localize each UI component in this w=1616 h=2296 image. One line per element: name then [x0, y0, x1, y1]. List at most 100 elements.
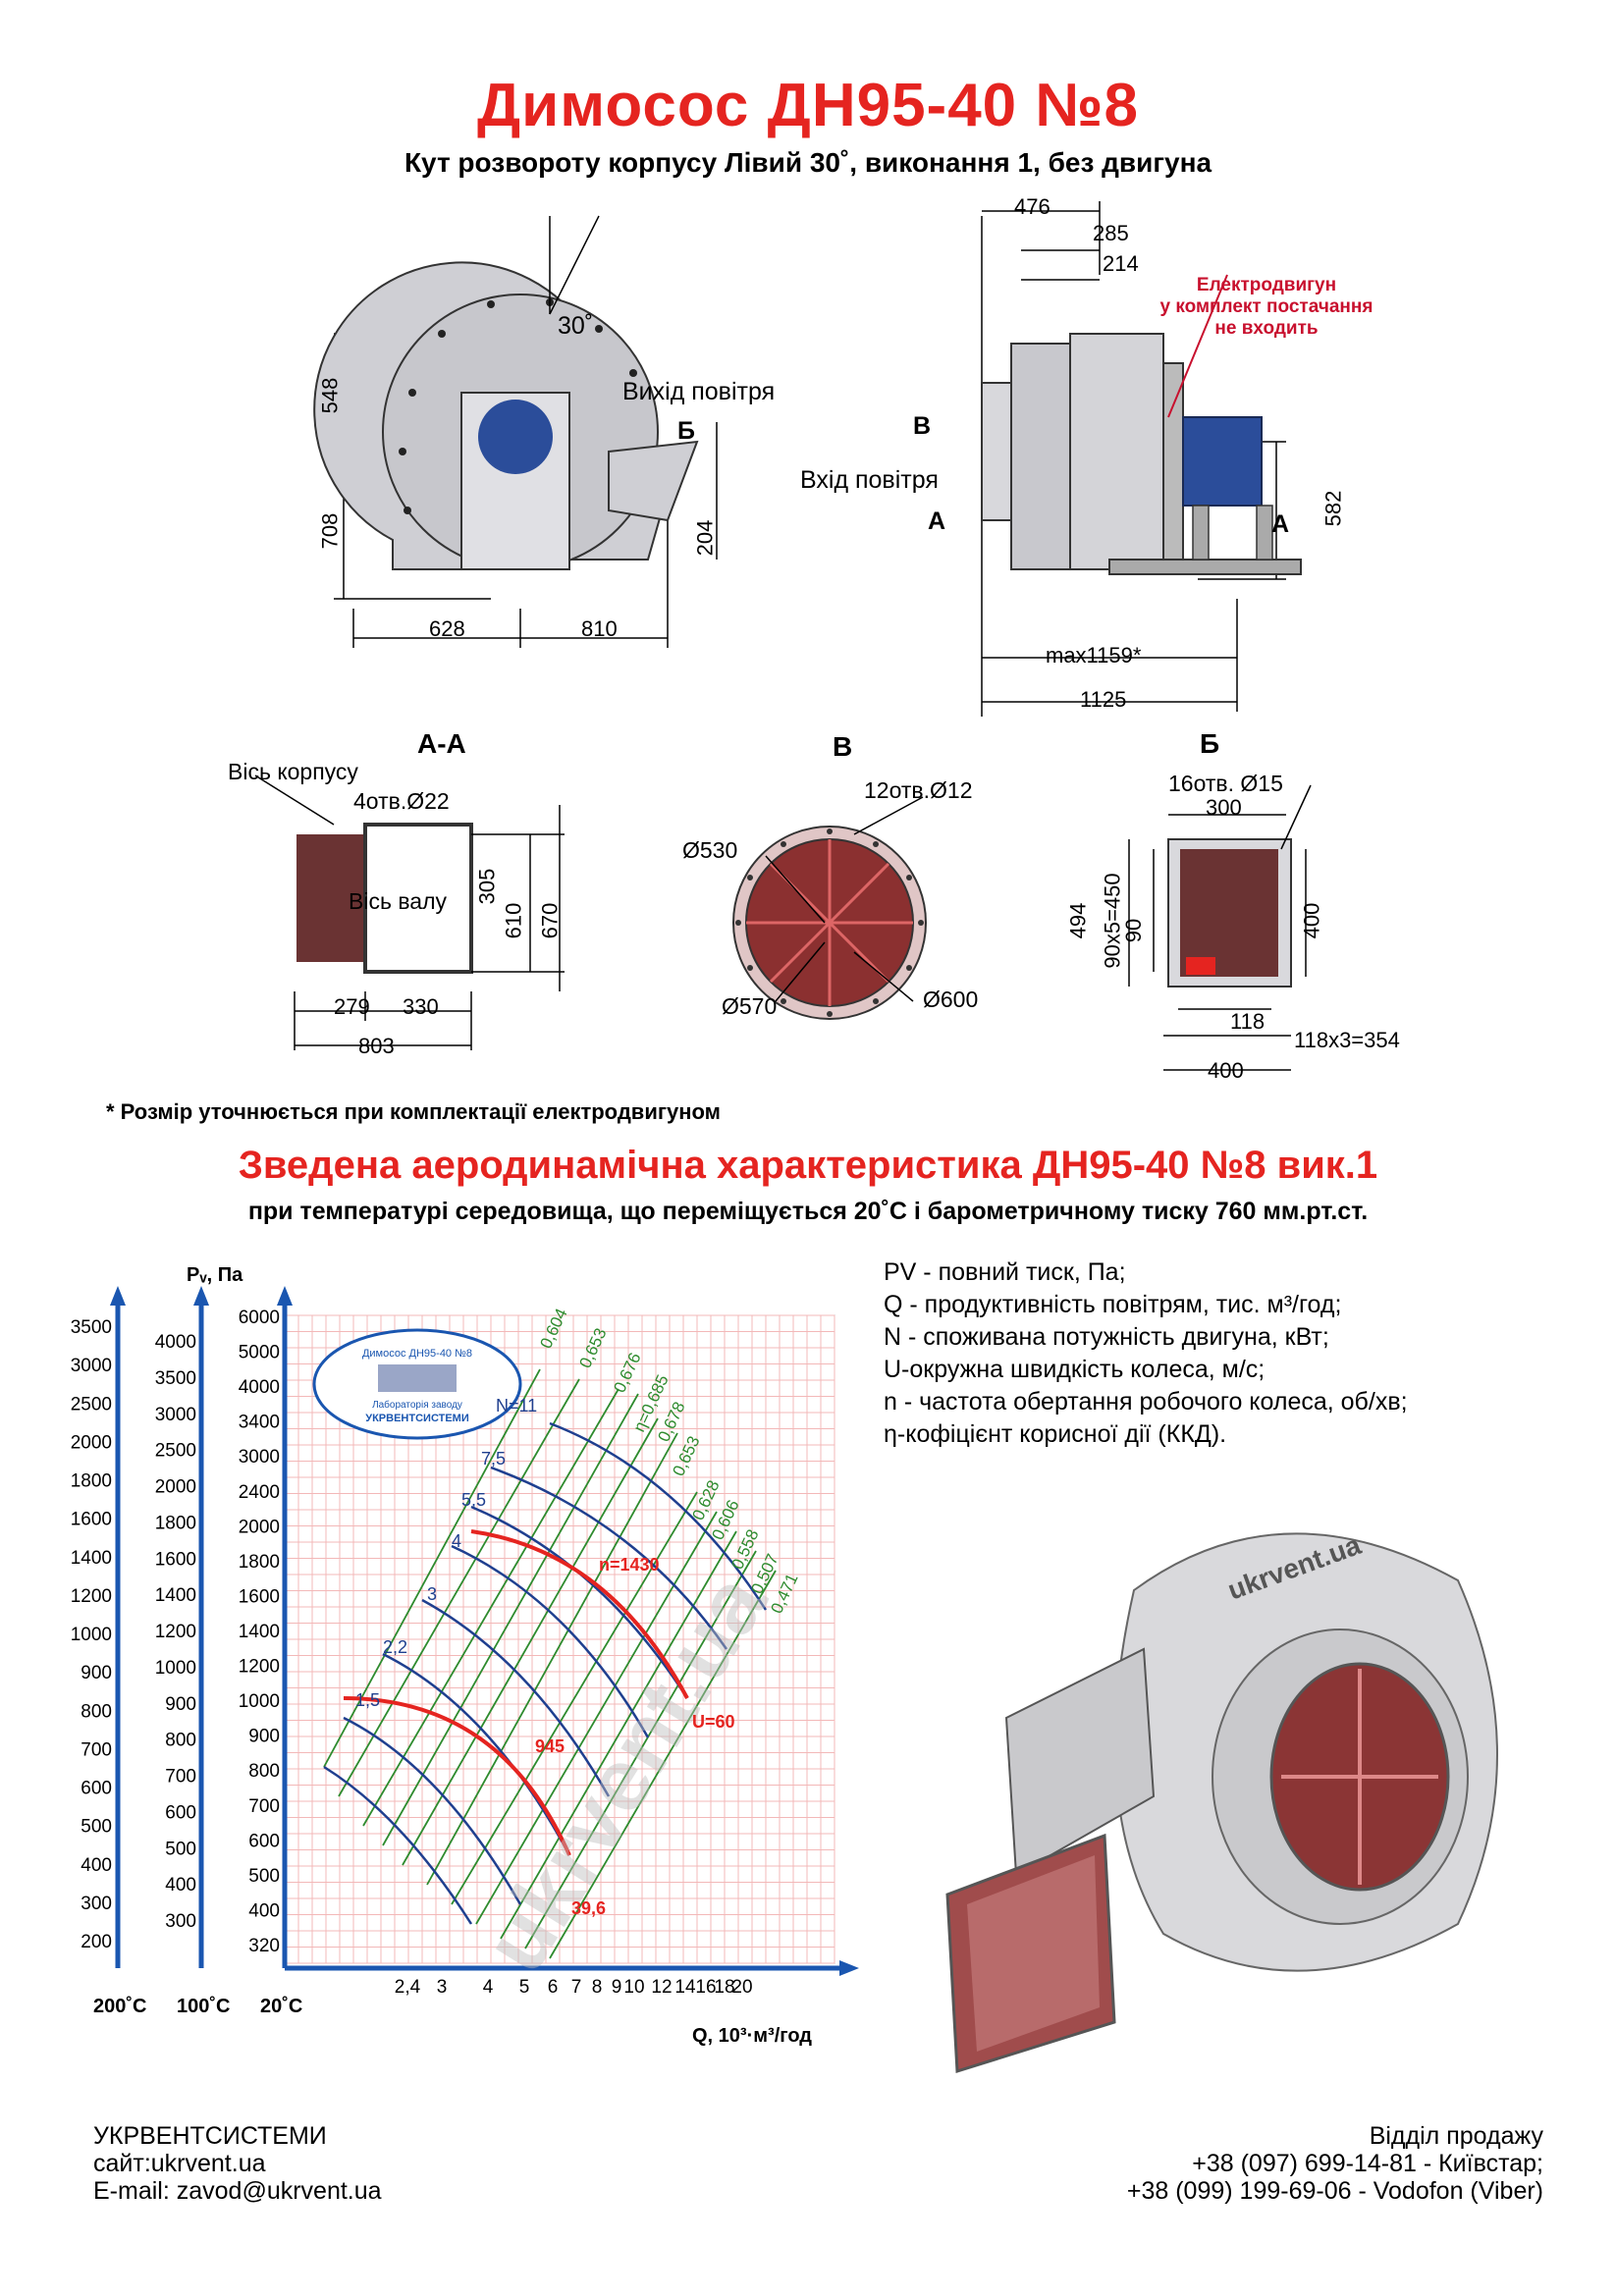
y20-tick: 600	[248, 1831, 280, 1851]
y100-tick: 900	[165, 1694, 196, 1715]
y-axis-title: Pᵥ, Па	[187, 1264, 243, 1286]
x-tick: 4	[483, 1977, 494, 1998]
y20-tick: 500	[248, 1866, 280, 1887]
y20-tick: 3000	[239, 1447, 280, 1468]
y200-tick: 2000	[71, 1432, 112, 1453]
dim-118: 118	[1230, 1009, 1266, 1034]
speed-label-39-6: 39,6	[571, 1898, 606, 1918]
y20-tick: 700	[248, 1796, 280, 1817]
aero-subtitle: при температурі середовища, що переміщує…	[247, 1198, 1369, 1225]
section-a-right-marker: А	[1271, 510, 1290, 538]
y100-tick: 1000	[155, 1658, 196, 1679]
section-v-marker: В	[913, 412, 932, 440]
stamp-line1: Димосос ДН95-40 №8	[362, 1348, 472, 1360]
y100-tick: 700	[165, 1767, 196, 1788]
power-label-11: N=11	[496, 1396, 537, 1415]
chart-legend: PV - повний тиск, Па; Q - продуктивність…	[884, 1256, 1408, 1451]
dim-305: 305	[474, 868, 500, 905]
v-holes-label: 12отв.Ø12	[864, 777, 973, 803]
footnote: * Розмір уточнюється при комплектації ел…	[106, 1099, 721, 1124]
y100-tick: 500	[165, 1839, 196, 1859]
power-label-5-5: 5,5	[461, 1490, 486, 1510]
y200-tick: 1800	[71, 1471, 112, 1492]
dim-max1159: max1159*	[1046, 643, 1142, 667]
dim-300: 300	[1206, 795, 1242, 820]
x-tick: 14	[674, 1977, 696, 1998]
dim-d570: Ø570	[722, 993, 778, 1019]
speed-label-60: U=60	[692, 1712, 735, 1732]
y100-tick: 1800	[155, 1513, 196, 1533]
dim-285: 285	[1093, 221, 1129, 245]
legend-u: U-окружна швидкість колеса, м/с;	[884, 1356, 1266, 1383]
y100-tick: 2500	[155, 1441, 196, 1462]
aero-chart: 3500300025002000180016001400120010009008…	[71, 1264, 859, 2047]
temp-100: 100˚С	[177, 1995, 230, 2017]
y100-tick: 400	[165, 1875, 196, 1896]
power-label-1-5: 1,5	[355, 1690, 380, 1710]
page-title: Димосос ДН95-40 №8	[477, 72, 1139, 139]
y20-tick: 6000	[239, 1308, 280, 1328]
footer-phone-vodafone[interactable]: +38 (099) 199-69-06 - Vodofon (Viber)	[1126, 2177, 1543, 2205]
footer-right: Відділ продажу +38 (097) 699-14-81 - Киї…	[1127, 2122, 1543, 2205]
y200-tick: 1000	[71, 1625, 112, 1645]
dim-670: 670	[537, 902, 563, 939]
dim-d600: Ø600	[923, 987, 979, 1012]
dim-494: 494	[1065, 902, 1091, 939]
footer-email[interactable]: E-mail: zavod@ukrvent.ua	[93, 2177, 382, 2205]
dim-1125: 1125	[1080, 687, 1127, 712]
temp-200: 200˚С	[93, 1995, 146, 2017]
y200-tick: 3500	[71, 1317, 112, 1338]
legend-n: N - споживана потужність двигуна, кВт;	[884, 1323, 1329, 1351]
body-axis-label: Вісь корпусу	[228, 759, 358, 784]
legend-eta: η-кофіцієнт корисної дії (ККД).	[884, 1420, 1227, 1448]
dim-708: 708	[317, 512, 343, 550]
x-tick: 6	[548, 1977, 559, 1998]
dim-810: 810	[581, 616, 618, 641]
y200-tick: 3000	[71, 1356, 112, 1376]
y20-tick: 1400	[239, 1622, 280, 1642]
x-tick: 12	[651, 1977, 672, 1998]
y200-tick: 1200	[71, 1586, 112, 1607]
dim-548: 548	[317, 377, 343, 414]
stamp-line3: УКРВЕНТСИСТЕМИ	[365, 1413, 469, 1424]
y20-tick: 320	[248, 1936, 280, 1956]
footer-company: УКРВЕНТСИСТЕМИ	[93, 2122, 327, 2150]
dim-214: 214	[1103, 251, 1139, 276]
motor-note-line2: у комплект постачання	[1159, 296, 1374, 317]
y20-tick: 800	[248, 1761, 280, 1782]
section-b-title: Б	[1200, 728, 1220, 759]
y100-tick: 300	[165, 1911, 196, 1932]
dim-118x3: 118x3=354	[1294, 1028, 1400, 1052]
section-v-drawing	[732, 796, 927, 1020]
lab-stamp: Димосос ДН95-40 №8 Лабораторія заводу УК…	[312, 1328, 522, 1440]
y20-tick: 2400	[239, 1482, 280, 1503]
fan-3d-render: ukrvent.ua	[945, 1529, 1498, 2074]
dim-204: 204	[692, 519, 718, 557]
y20-tick: 1800	[239, 1552, 280, 1573]
dim-803: 803	[358, 1034, 395, 1058]
footer-site[interactable]: сайт:ukrvent.ua	[93, 2150, 266, 2177]
y100-tick: 3500	[155, 1368, 196, 1389]
y200-tick: 800	[81, 1701, 112, 1722]
y100-tick: 1400	[155, 1585, 196, 1606]
power-label-3: 3	[427, 1584, 437, 1604]
y20-tick: 2000	[239, 1517, 280, 1537]
rpm-label-945: 945	[535, 1736, 565, 1756]
y20-tick: 1600	[239, 1586, 280, 1607]
legend-n-rpm: n - частота обертання робочого колеса, о…	[884, 1388, 1408, 1415]
y100-tick: 800	[165, 1731, 196, 1751]
y20-tick: 900	[248, 1727, 280, 1747]
dim-330: 330	[403, 994, 439, 1019]
temp-20: 20˚С	[260, 1995, 302, 2017]
footer-sales: Відділ продажу	[1369, 2122, 1543, 2150]
inlet-label: Вхід повітря	[800, 466, 939, 494]
power-label-4: 4	[452, 1531, 461, 1551]
y200-tick: 1400	[71, 1548, 112, 1569]
y100-tick: 4000	[155, 1332, 196, 1353]
stamp-line2: Лабораторія заводу	[372, 1399, 462, 1411]
dim-476: 476	[1014, 194, 1050, 219]
section-a-left-marker: А	[928, 507, 946, 535]
footer-phone-kyivstar[interactable]: +38 (097) 699-14-81 - Київстар;	[1192, 2150, 1543, 2177]
y200-tick: 600	[81, 1779, 112, 1799]
legend-q: Q - продуктивність повітрям, тис. м³/год…	[884, 1291, 1342, 1318]
